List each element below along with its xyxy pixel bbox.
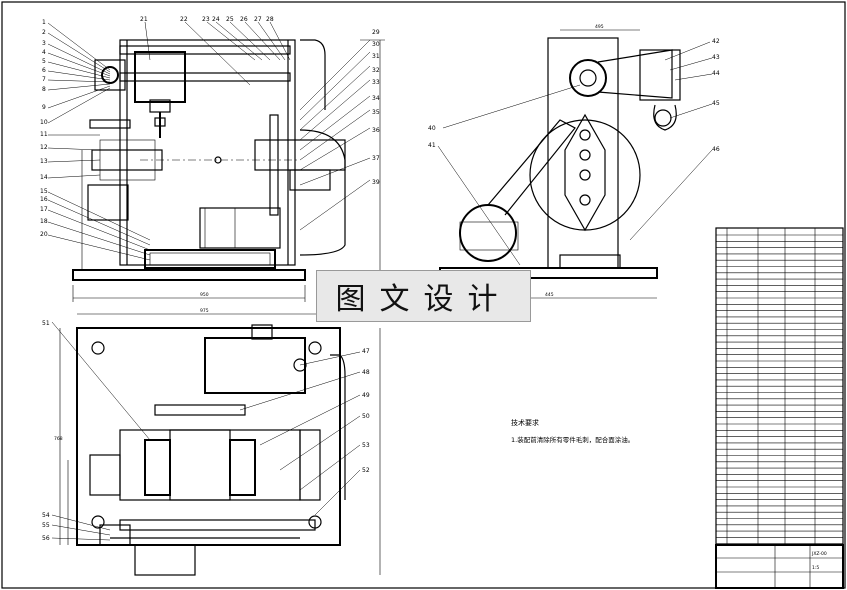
side-motor: [459, 204, 517, 262]
svg-text:6: 6: [42, 67, 46, 74]
watermark: 图文设计: [316, 270, 531, 322]
svg-text:7: 7: [42, 76, 46, 83]
svg-text:975: 975: [200, 308, 209, 314]
svg-text:27: 27: [254, 16, 262, 23]
svg-text:29: 29: [372, 29, 380, 36]
svg-text:445: 445: [545, 292, 554, 298]
svg-text:34: 34: [372, 95, 380, 102]
svg-text:8: 8: [42, 86, 46, 93]
plan-balloons: 51 47 48 49 50 53 52 54 55 56: [42, 320, 370, 542]
svg-text:14: 14: [40, 174, 48, 181]
svg-text:25: 25: [226, 16, 234, 23]
svg-text:35: 35: [372, 109, 380, 116]
drawing-number: JXZ-00: [811, 551, 827, 557]
svg-text:2: 2: [42, 29, 46, 36]
front-frame: [119, 39, 296, 266]
plan-view: 975 768: [54, 308, 381, 576]
svg-text:26: 26: [240, 16, 248, 23]
svg-text:28: 28: [266, 16, 274, 23]
svg-text:768: 768: [54, 436, 63, 442]
svg-text:17: 17: [40, 206, 48, 213]
notes-title: 技术要求: [511, 419, 539, 427]
svg-text:12: 12: [40, 144, 48, 151]
svg-text:52: 52: [362, 467, 370, 474]
svg-text:16: 16: [40, 196, 48, 203]
svg-text:49: 49: [362, 392, 370, 399]
technical-notes: 技术要求 1.装配前清除所有零件毛刺，配合面涂油。: [511, 418, 681, 444]
svg-text:13: 13: [40, 158, 48, 165]
svg-text:30: 30: [372, 41, 380, 48]
front-balloons: 1 2 3 4 5 6 7 8 9 10 11 12 13 14 15 16 1…: [40, 16, 380, 261]
svg-text:43: 43: [712, 54, 720, 61]
front-base-plate: [72, 269, 306, 281]
svg-text:36: 36: [372, 127, 380, 134]
side-balloons: 40 41 42 43 44 45 46: [428, 38, 720, 266]
watermark-text: 图文设计: [335, 282, 512, 317]
front-view: 950: [72, 39, 385, 302]
svg-text:46: 46: [712, 146, 720, 153]
svg-text:39: 39: [372, 179, 380, 186]
svg-text:31: 31: [372, 53, 380, 60]
svg-text:56: 56: [42, 535, 50, 542]
svg-text:18: 18: [40, 218, 48, 225]
drawing-scale: 1:5: [812, 565, 819, 571]
svg-text:1: 1: [42, 19, 46, 26]
svg-text:40: 40: [428, 125, 436, 132]
front-width-label: 950: [200, 292, 209, 298]
svg-text:24: 24: [212, 16, 220, 23]
svg-text:54: 54: [42, 512, 50, 519]
svg-text:10: 10: [40, 119, 48, 126]
svg-text:20: 20: [40, 231, 48, 238]
svg-text:55: 55: [42, 522, 50, 529]
svg-text:11: 11: [40, 131, 48, 138]
svg-text:51: 51: [42, 320, 50, 327]
svg-text:37: 37: [372, 155, 380, 162]
svg-text:50: 50: [362, 413, 370, 420]
svg-text:9: 9: [42, 104, 46, 111]
svg-text:41: 41: [428, 142, 436, 149]
svg-text:21: 21: [140, 16, 148, 23]
svg-text:15: 15: [40, 188, 48, 195]
svg-text:33: 33: [372, 79, 380, 86]
svg-text:4: 4: [42, 49, 46, 56]
svg-text:22: 22: [180, 16, 188, 23]
svg-text:3: 3: [42, 40, 46, 47]
svg-text:32: 32: [372, 67, 380, 74]
front-motor: [199, 207, 281, 249]
plan-base-plate: [76, 327, 341, 546]
svg-text:23: 23: [202, 16, 210, 23]
svg-text:5: 5: [42, 58, 46, 65]
title-block: JXZ-00 1:5: [715, 544, 844, 589]
svg-text:42: 42: [712, 38, 720, 45]
svg-text:495: 495: [595, 24, 604, 30]
svg-text:44: 44: [712, 70, 720, 77]
front-gearbox: [134, 51, 186, 103]
side-view: 445 495: [439, 24, 681, 299]
svg-text:48: 48: [362, 369, 370, 376]
notes-line: 1.装配前清除所有零件毛刺，配合面涂油。: [511, 436, 635, 444]
svg-text:45: 45: [712, 100, 720, 107]
plan-motor: [204, 337, 306, 394]
svg-text:53: 53: [362, 442, 370, 449]
svg-text:47: 47: [362, 348, 370, 355]
parts-list: [715, 227, 844, 589]
